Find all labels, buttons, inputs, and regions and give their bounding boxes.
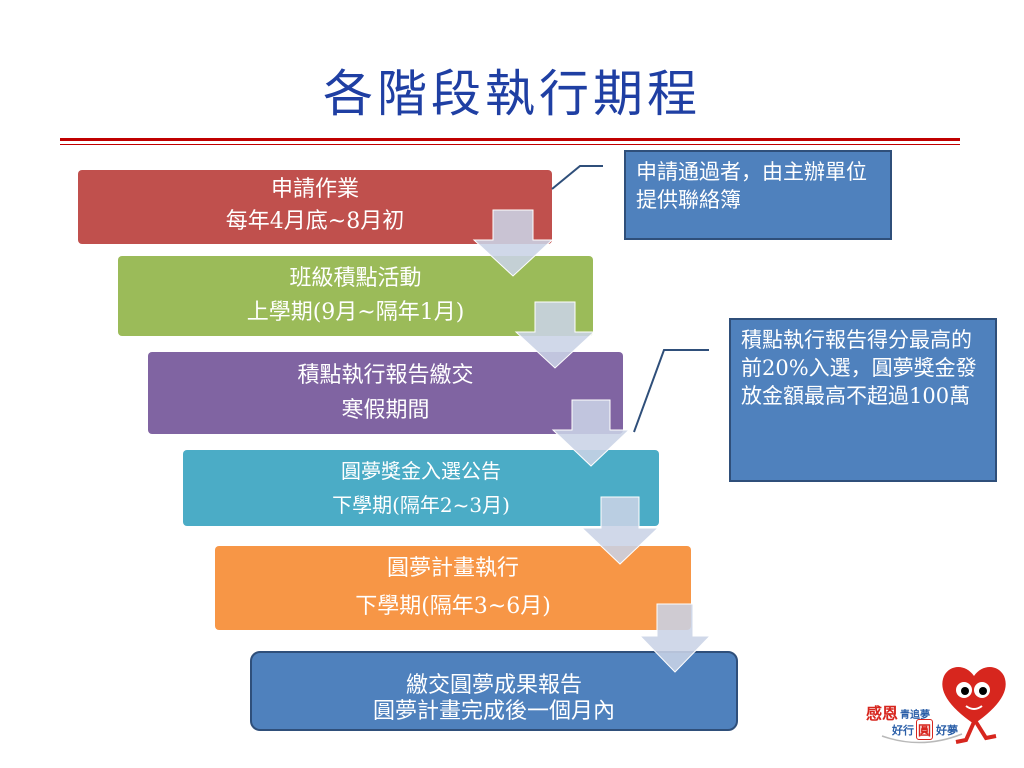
step-title: 圓夢獎金入選公告: [341, 459, 501, 483]
down-arrow-icon: [580, 496, 660, 565]
step-title: 繳交圓夢成果報告: [405, 673, 582, 698]
step-period: 寒假期間: [341, 398, 430, 423]
down-arrow-icon: [514, 301, 596, 369]
callout-contact-book: 申請通過者，由主辦單位提供聯絡簿: [624, 150, 892, 240]
down-arrow-icon: [551, 399, 631, 467]
step-title: 積點執行報告繳交: [297, 363, 474, 388]
title-divider-thick: [60, 138, 960, 141]
callout-leader-line: [551, 165, 603, 190]
step-application: 申請作業 每年4月底~8月初: [78, 170, 552, 244]
logo-text-fulfill: 圓: [916, 719, 934, 740]
logo: 感恩 青追夢 好行 圓 好夢: [862, 660, 1012, 750]
step-period: 上學期(9月~隔年1月): [246, 300, 465, 325]
callout-selection-criteria: 積點執行報告得分最高的前20%入選，圓夢獎金發放金額最高不超過100萬: [729, 318, 997, 482]
callout-text: 積點執行報告得分最高的前20%入選，圓夢獎金發放金額最高不超過100萬: [741, 328, 977, 408]
step-title: 申請作業: [270, 177, 359, 202]
logo-text-good-deeds: 好行: [892, 724, 914, 737]
callout-leader-line: [633, 349, 709, 433]
down-arrow-icon: [472, 209, 554, 277]
logo-text-youth: 青追夢: [900, 710, 930, 721]
logo-text-gratitude: 感恩: [866, 704, 899, 723]
step-period: 每年4月底~8月初: [225, 209, 405, 234]
callout-text: 申請通過者，由主辦單位提供聯絡簿: [636, 160, 867, 212]
step-final-report: 繳交圓夢成果報告 圓夢計畫完成後一個月內: [250, 651, 738, 731]
logo-text-good-dream: 好夢: [936, 724, 958, 737]
step-title: 圓夢計畫執行: [386, 556, 519, 581]
down-arrow-icon: [638, 603, 712, 673]
step-award-announcement: 圓夢獎金入選公告 下學期(隔年2~3月): [183, 450, 659, 526]
heart-mascot-icon: [881, 667, 1006, 744]
title-divider-thin: [60, 144, 960, 145]
step-title: 班級積點活動: [289, 266, 422, 291]
step-plan-execution: 圓夢計畫執行 下學期(隔年3~6月): [215, 546, 691, 630]
step-period: 下學期(隔年3~6月): [355, 594, 551, 619]
step-period: 圓夢計畫完成後一個月內: [372, 699, 615, 724]
step-period: 下學期(隔年2~3月): [332, 493, 510, 517]
step-report-submission: 積點執行報告繳交 寒假期間: [148, 352, 623, 434]
page-title: 各階段執行期程: [323, 65, 701, 123]
